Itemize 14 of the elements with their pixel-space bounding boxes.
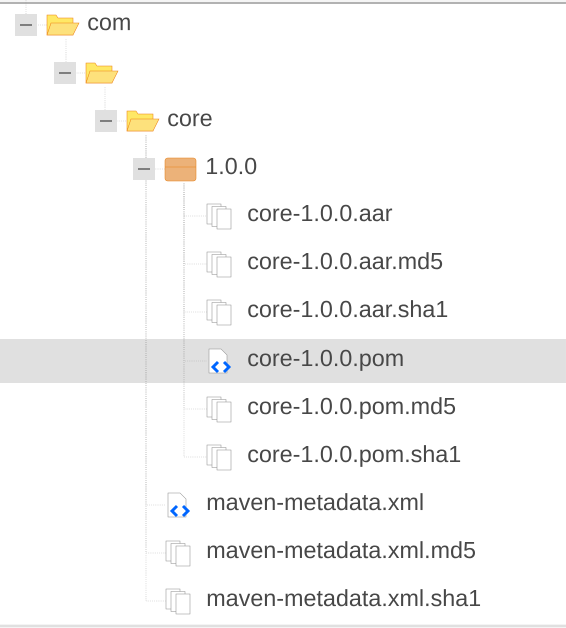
tree-item: core-1.0.0.aar.md5 bbox=[248, 252, 442, 270]
folder-icon bbox=[86, 62, 118, 84]
tree-item: maven-metadata.xml.md5 bbox=[208, 541, 475, 558]
tree-item: 1.0.0 bbox=[207, 158, 256, 174]
tree-line bbox=[184, 182, 208, 458]
tree-item: maven-metadata.xml.sha1 bbox=[208, 589, 480, 606]
tree-item: core bbox=[168, 114, 212, 126]
tree-item: core-1.0.0.aar bbox=[248, 204, 392, 222]
tree-item: com bbox=[88, 18, 130, 30]
tree-item: core-1.0.0.aar.sha1 bbox=[248, 300, 448, 318]
tree-item: core-1.0.0.pom bbox=[248, 350, 403, 371]
tree-item: core-1.0.0.pom.md5 bbox=[248, 397, 456, 419]
tree-item: core-1.0.0.pom.sha1 bbox=[248, 445, 460, 467]
tree-item: maven-metadata.xml bbox=[208, 493, 423, 510]
